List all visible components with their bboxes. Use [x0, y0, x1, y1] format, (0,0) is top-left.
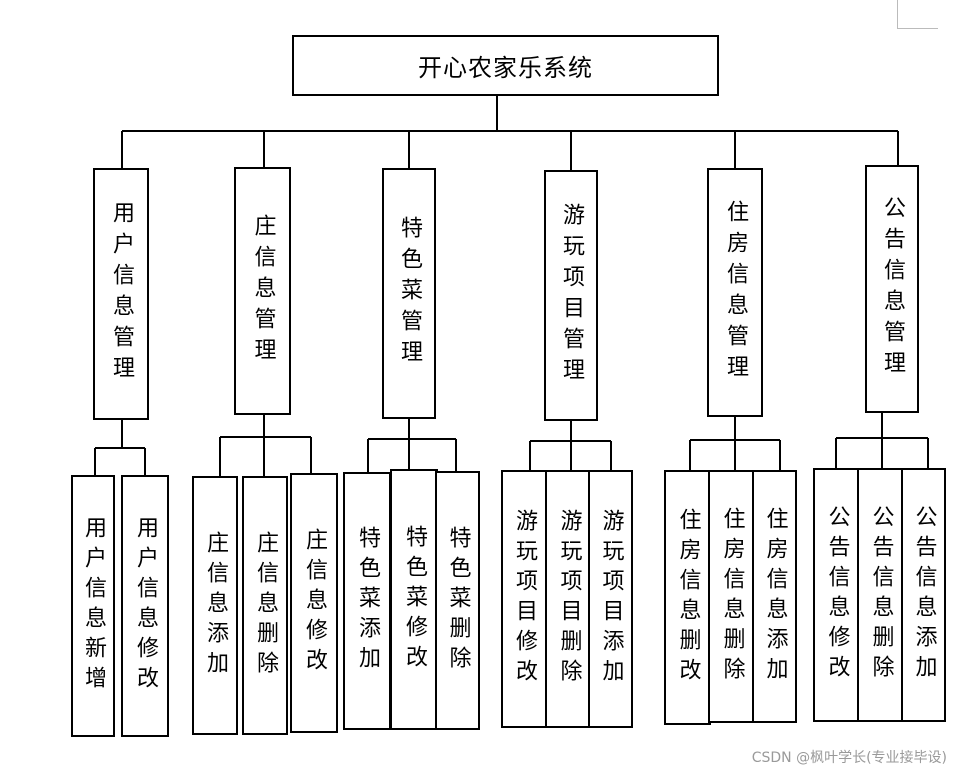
leaf-label: 公告信息删除 — [868, 505, 894, 685]
leaf-farm-edit: 庄信息修改 — [290, 473, 338, 733]
module-label: 用户信息管理 — [109, 201, 134, 387]
leaf-label: 庄信息修改 — [302, 528, 327, 678]
leaf-play-add: 游玩项目添加 — [588, 470, 633, 728]
leaf-dish-edit: 特色菜修改 — [390, 469, 438, 730]
leaf-label: 特色菜删除 — [445, 525, 471, 676]
leaf-housing-delete: 住房信息删除 — [708, 470, 755, 723]
module-housing-info: 住房信息管理 — [707, 168, 763, 417]
leaf-dish-delete: 特色菜删除 — [435, 471, 480, 730]
module-special-dish: 特色菜管理 — [382, 168, 436, 419]
module-user-info: 用户信息管理 — [93, 168, 149, 420]
system-title-node: 开心农家乐系统 — [292, 35, 719, 96]
leaf-label: 用户信息修改 — [133, 516, 158, 696]
leaf-label: 庄信息删除 — [253, 530, 278, 681]
leaf-label: 特色菜添加 — [355, 526, 380, 676]
leaf-notice-add: 公告信息添加 — [901, 468, 946, 722]
leaf-notice-delete: 公告信息删除 — [857, 468, 904, 722]
leaf-user-edit: 用户信息修改 — [121, 475, 169, 737]
leaf-label: 庄信息添加 — [203, 530, 228, 681]
leaf-farm-delete: 庄信息删除 — [242, 476, 288, 735]
leaf-label: 住房信息删除 — [719, 506, 745, 687]
leaf-housing-edit: 住房信息删改 — [664, 470, 711, 725]
module-label: 游玩项目管理 — [559, 202, 584, 389]
leaf-label: 游玩项目添加 — [598, 509, 624, 689]
leaf-play-edit: 游玩项目修改 — [501, 470, 547, 728]
leaf-label: 住房信息添加 — [762, 506, 788, 687]
module-label: 公告信息管理 — [880, 196, 905, 382]
leaf-label: 公告信息添加 — [911, 505, 937, 685]
module-label: 住房信息管理 — [723, 199, 748, 386]
module-notice-info: 公告信息管理 — [865, 165, 919, 413]
module-play-project: 游玩项目管理 — [544, 170, 598, 421]
leaf-label: 特色菜修改 — [402, 524, 427, 675]
leaf-housing-add: 住房信息添加 — [752, 470, 797, 723]
module-label: 特色菜管理 — [397, 216, 422, 371]
module-farm-info: 庄信息管理 — [234, 167, 291, 415]
csdn-watermark: CSDN @枫叶学长(专业接毕设) — [751, 750, 947, 766]
leaf-label: 公告信息修改 — [824, 505, 850, 685]
leaf-label: 游玩项目修改 — [512, 509, 537, 689]
leaf-notice-edit: 公告信息修改 — [813, 468, 860, 722]
leaf-farm-add: 庄信息添加 — [192, 476, 238, 735]
leaf-play-delete: 游玩项目删除 — [545, 470, 592, 728]
leaf-user-add: 用户信息新增 — [71, 475, 115, 737]
leaf-label: 用户信息新增 — [81, 516, 106, 696]
module-label: 庄信息管理 — [250, 213, 276, 369]
leaf-label: 住房信息删改 — [675, 507, 701, 688]
leaf-label: 游玩项目删除 — [556, 509, 582, 689]
leaf-dish-add: 特色菜添加 — [343, 472, 391, 730]
page-corner-mark — [897, 0, 938, 29]
